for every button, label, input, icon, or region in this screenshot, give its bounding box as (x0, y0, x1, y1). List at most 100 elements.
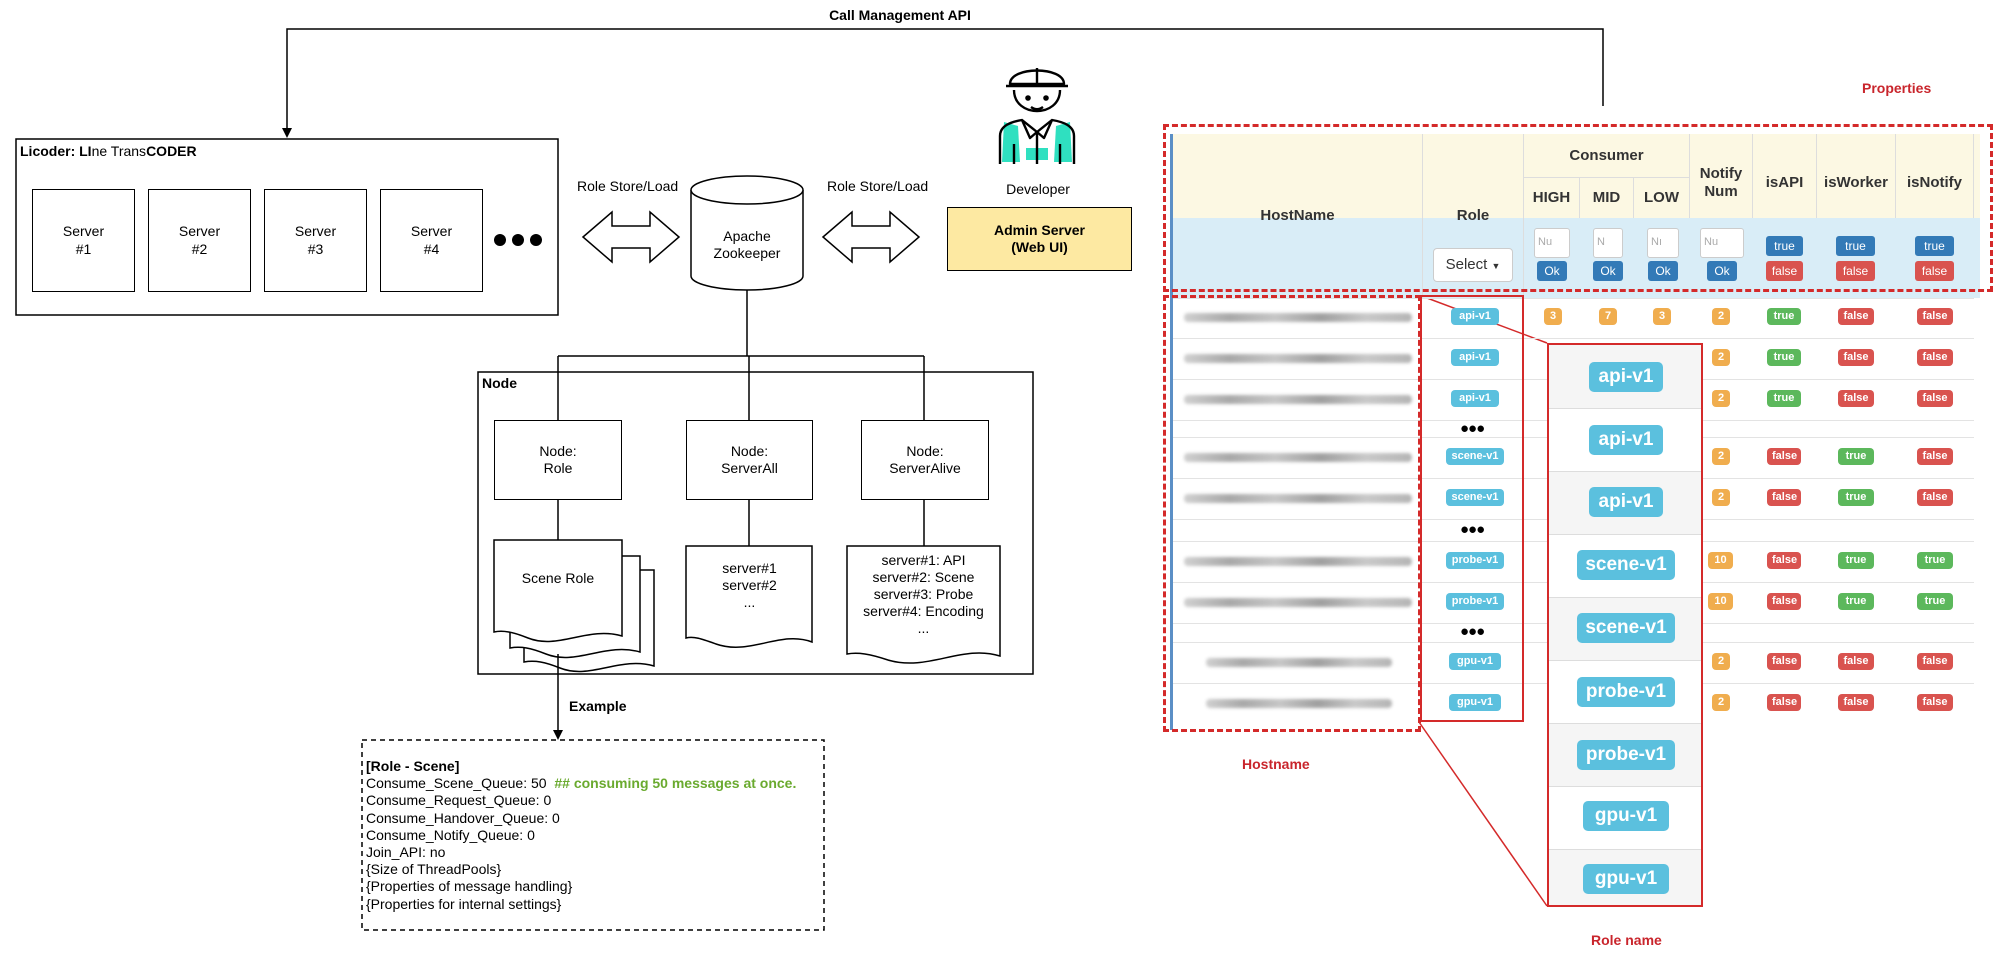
header-isnotify: isNotify (1896, 134, 1974, 218)
admin-server-box[interactable]: Admin Server (Web UI) (947, 207, 1132, 271)
zoom-row-bg (1549, 787, 1701, 850)
zoom-role-5: scene-v1 (1577, 613, 1675, 643)
row-3-isapi: true (1767, 390, 1801, 407)
row-8-notify: 2 (1712, 653, 1730, 670)
header-hostname-text: HostName (1260, 207, 1335, 224)
role-store-right-label: Role Store/Load (827, 178, 929, 194)
caret-down-icon: ▼ (1491, 261, 1501, 271)
zoom-row-bg (1549, 661, 1701, 724)
example-line-4: Consume_Notify_Queue: 0 (366, 826, 535, 843)
hostname-blurred (1206, 699, 1392, 708)
header-role: Role (1423, 134, 1524, 298)
header-consumer: Consumer (1524, 134, 1690, 178)
hostname-blurred (1184, 494, 1412, 503)
header-role-text: Role (1456, 207, 1490, 224)
row-3-isworker: false (1838, 390, 1874, 407)
row-9-role: gpu-v1 (1449, 694, 1501, 711)
zoom-role-6: probe-v1 (1577, 677, 1675, 707)
example-line-2: Consume_Request_Queue: 0 (366, 792, 552, 809)
header-notify-num: Notify Num (1690, 134, 1753, 218)
licoder-title-c: ne Trans (91, 143, 147, 159)
more-rows-dots: ●●● (1460, 420, 1485, 437)
row-5-isworker: true (1838, 489, 1874, 506)
row-1-high: 3 (1544, 308, 1562, 325)
mid-input-placeholder: N (1597, 236, 1605, 248)
isapi-false-button[interactable]: false (1766, 261, 1803, 281)
notify-input[interactable]: Nu (1700, 228, 1744, 258)
notify-input-placeholder: Nu (1704, 236, 1719, 248)
more-servers-dots (494, 234, 542, 246)
more-rows-dots: ●●● (1460, 521, 1485, 538)
row-1-notify: 2 (1712, 308, 1730, 325)
isworker-false-button[interactable]: false (1836, 261, 1875, 281)
example-label: Example (569, 698, 627, 714)
role-zoom-panel: api-v1 api-v1 api-v1 scene-v1 scene-v1 p… (1547, 343, 1703, 907)
node-server-alive-box: Node: ServerAlive (861, 420, 989, 500)
table-header-bg (1170, 134, 1980, 218)
notify-ok-button[interactable]: Ok (1707, 261, 1737, 281)
row-1-isnotify: false (1917, 308, 1953, 325)
row-1-isworker: false (1838, 308, 1874, 325)
role-select-text: Select (1445, 256, 1488, 273)
row-9-isworker: false (1838, 694, 1874, 711)
hostname-blurred (1184, 557, 1412, 566)
server-all-list: server#1 server#2 ... (722, 560, 777, 610)
example-line-7: {Properties of message handling} (366, 878, 573, 895)
header-mid: MID (1580, 178, 1634, 218)
mid-ok-button[interactable]: Ok (1593, 261, 1623, 281)
example-frame (361, 739, 825, 931)
zoom-role-3: api-v1 (1589, 487, 1663, 517)
row-6-notify: 10 (1708, 552, 1733, 569)
node-frame (477, 371, 1034, 675)
developer-label: Developer (1006, 181, 1070, 197)
isnotify-false-button[interactable]: false (1915, 261, 1954, 281)
example-heading: [Role - Scene] (366, 758, 460, 774)
hostname-highlight (1163, 295, 1421, 732)
header-isworker: isWorker (1817, 134, 1896, 218)
server-alive-list: server#1: API server#2: Scene server#3: … (863, 552, 984, 636)
mid-input[interactable]: N (1593, 228, 1623, 258)
row-8-isnotify: false (1917, 653, 1953, 670)
role-name-callout: Role name (1591, 932, 1662, 948)
table-controls-bg (1170, 218, 1980, 298)
row-5-notify: 2 (1712, 489, 1730, 506)
scene-role-docs (493, 539, 655, 673)
example-line-5: Join_API: no (366, 844, 446, 861)
zoom-row-bg (1549, 472, 1701, 535)
server-1: Server #1 (32, 189, 135, 292)
high-input-placeholder: Nu (1538, 236, 1553, 248)
low-input[interactable]: Nı (1647, 228, 1679, 258)
row-sep (1173, 338, 1974, 339)
hostname-blurred (1184, 313, 1412, 322)
header-hostname: HostName (1173, 134, 1423, 298)
example-line-8: {Properties for internal settings} (366, 895, 562, 912)
low-ok-button[interactable]: Ok (1648, 261, 1678, 281)
zookeeper-label: Apache Zookeeper (713, 228, 781, 261)
zoom-role-1: api-v1 (1589, 362, 1663, 392)
isapi-true-button[interactable]: true (1766, 236, 1803, 256)
example-content: [Role - Scene] Consume_Scene_Queue: 50 #… (366, 758, 822, 913)
hostname-blurred (1184, 453, 1412, 462)
node-role-box: Node: Role (494, 420, 622, 500)
example-line-1-comment: ## consuming 50 messages at once. (554, 775, 797, 792)
row-2-notify: 2 (1712, 349, 1730, 366)
zoom-row-bg (1549, 409, 1701, 472)
hostname-blurred (1184, 395, 1412, 404)
isworker-true-button[interactable]: true (1836, 236, 1875, 256)
row-1-mid: 7 (1599, 308, 1617, 325)
example-line-1: Consume_Scene_Queue: 50 ## consuming 50 … (366, 775, 822, 792)
high-input[interactable]: Nu (1534, 228, 1570, 258)
row-8-isworker: false (1838, 653, 1874, 670)
role-store-left-label: Role Store/Load (577, 178, 679, 194)
row-3-isnotify: false (1917, 390, 1953, 407)
zoom-role-7: probe-v1 (1577, 740, 1675, 770)
example-line-6: {Size of ThreadPools} (366, 861, 502, 878)
node-frame-title: Node (482, 375, 517, 391)
isnotify-true-button[interactable]: true (1915, 236, 1954, 256)
high-ok-button[interactable]: Ok (1537, 261, 1567, 281)
role-select[interactable]: Select ▼ (1433, 248, 1513, 282)
row-4-isapi: false (1767, 448, 1801, 465)
row-2-isworker: false (1838, 349, 1874, 366)
row-9-isapi: false (1767, 694, 1801, 711)
hostname-blurred (1184, 354, 1412, 363)
